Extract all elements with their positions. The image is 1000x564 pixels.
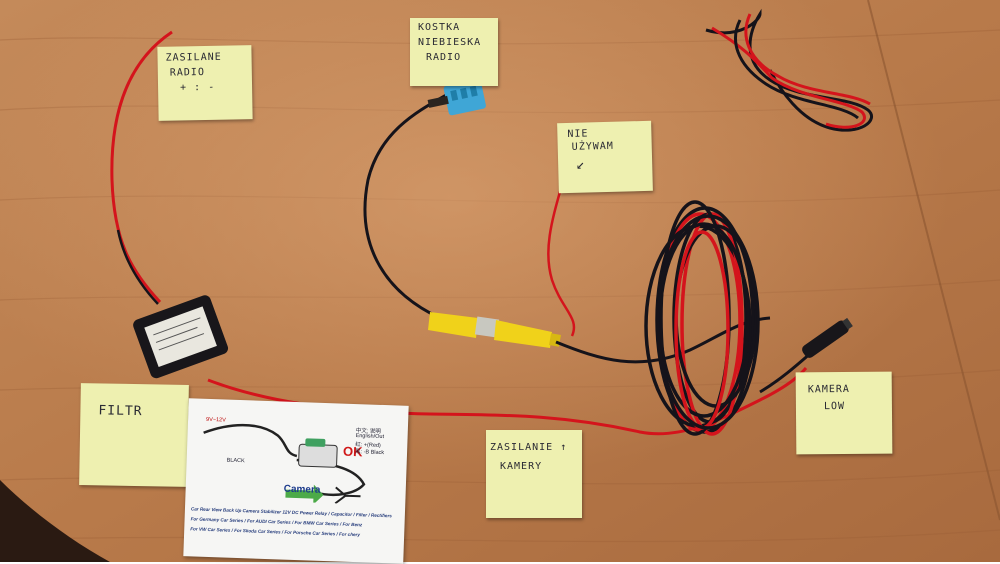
leaflet-caption: Car Rear View Back Up Camera Stabilizer …: [190, 504, 401, 541]
note-line: RADIO: [426, 52, 462, 63]
video-black-cable: [363, 92, 449, 320]
power-black-wire: [116, 229, 159, 305]
leaflet-black-label: BLACK: [226, 457, 245, 465]
leaflet-legend-line: 黑: -B Black: [354, 449, 385, 457]
note-line: RADIO: [169, 67, 206, 79]
note-line: ZASILANIE ↑: [490, 442, 568, 453]
note-line: NIEBIESKA: [418, 37, 482, 48]
instruction-leaflet: 9V~12V BLACK OK Camera 中文: 说明 English/Ou…: [183, 398, 409, 564]
small-cable-coil: [705, 8, 873, 132]
note-filtr: FILTR: [79, 383, 189, 487]
leaflet-camera-label: Camera: [283, 483, 321, 496]
camera-cable-coil: [644, 200, 760, 436]
note-zasilanie-kamery: ZASILANIE ↑ KAMERY: [486, 430, 582, 518]
note-nie-uzywam: NIE UŻYWAM ↙: [557, 120, 653, 194]
note-line: KOSTKA: [418, 22, 461, 33]
table-seam: [867, 0, 1000, 521]
floor-corner: [0, 480, 110, 562]
blue-connector: [427, 79, 486, 116]
note-line: KAMERY: [500, 461, 543, 472]
power-red-wire: [110, 30, 173, 304]
note-line: ↙: [575, 156, 586, 173]
camera-plug: [802, 317, 853, 358]
note-line: FILTR: [98, 403, 143, 420]
filter-box: [133, 295, 229, 379]
note-line: LOW: [823, 400, 846, 413]
note-zasilanie-radio: ZASILANE RADIO + : -: [157, 45, 253, 121]
rca-connector-pair: [428, 312, 561, 348]
note-line: KAMERA: [807, 383, 850, 396]
note-line: + : -: [179, 81, 216, 94]
note-kamera-low: KAMERA LOW: [795, 371, 893, 455]
note-line: ZASILANE: [165, 51, 222, 64]
leaflet-voltage: 9V~12V: [205, 416, 226, 424]
leaflet-legend-line: English/Out: [355, 433, 385, 441]
leaflet-diagram: [203, 423, 366, 505]
note-line: NIE: [567, 128, 589, 140]
note-line: UŻYWAM: [571, 140, 614, 153]
note-kostka-niebieska: KOSTKA NIEBIESKA RADIO: [410, 18, 498, 86]
